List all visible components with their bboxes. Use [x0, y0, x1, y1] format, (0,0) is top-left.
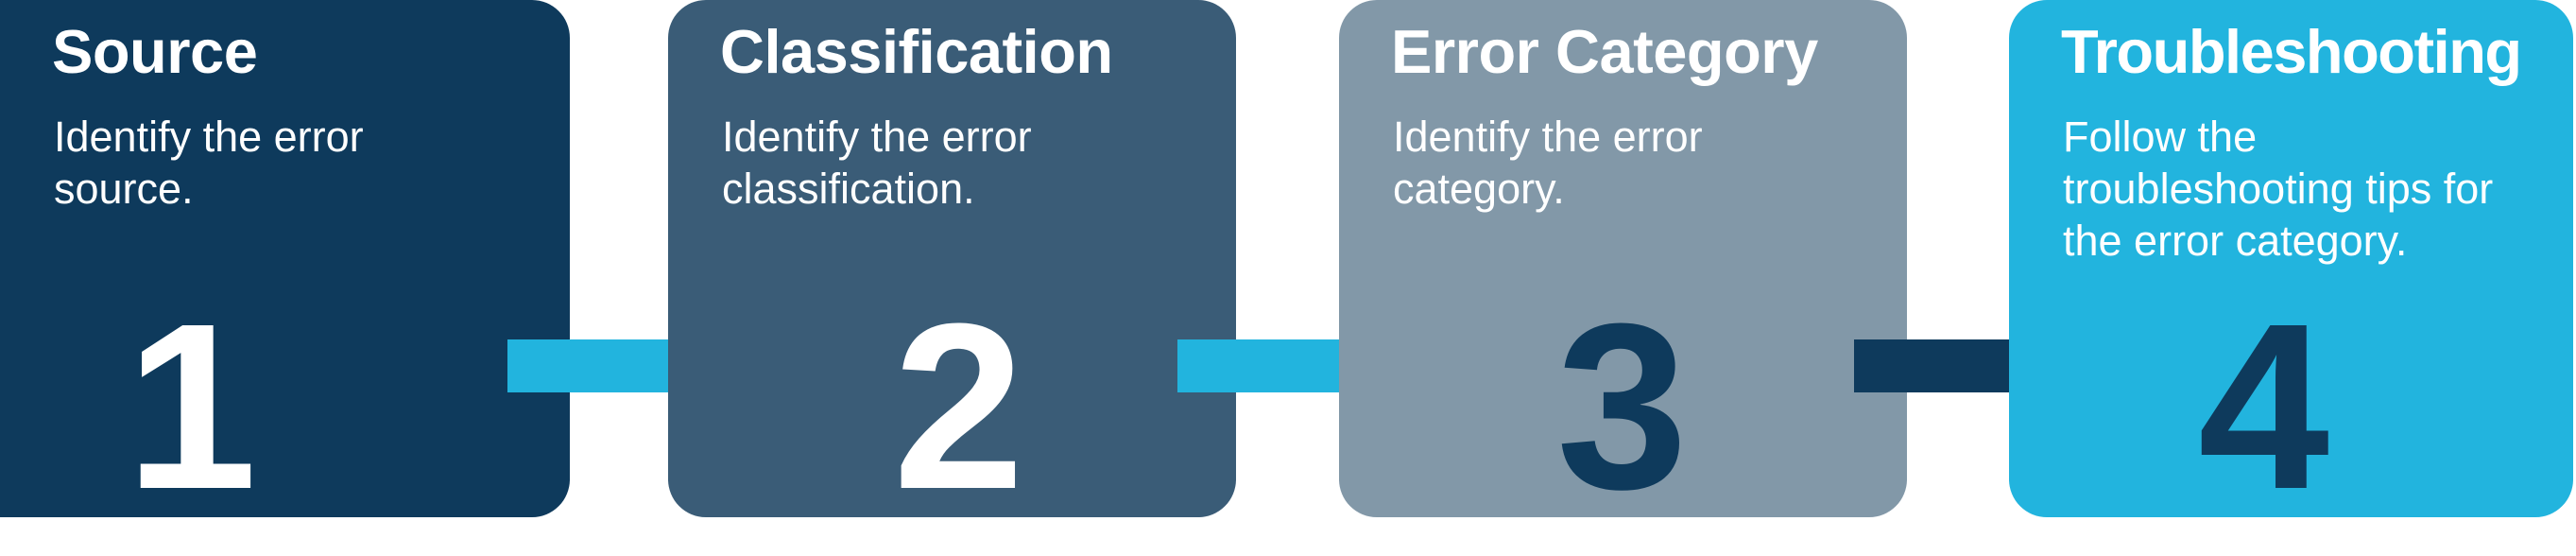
step-title: Classification	[720, 17, 1113, 86]
step-description: Identify the error classification.	[722, 113, 1032, 213]
step-number-badge: 1	[126, 274, 257, 518]
step-title: Error Category	[1391, 17, 1818, 86]
step-description: Follow the troubleshooting tips for the …	[2063, 113, 2494, 265]
step-number-badge: 3	[1556, 274, 1688, 518]
step-number-badge: 4	[2198, 274, 2329, 518]
process-step-card-4[interactable]: Troubleshooting Follow the troubleshooti…	[2009, 0, 2573, 517]
process-step-card-2[interactable]: Classification Identify the error classi…	[668, 0, 1236, 517]
step-description: Identify the error category.	[1393, 113, 1703, 213]
process-step-card-1[interactable]: Source Identify the error source. 1	[0, 0, 570, 517]
step-title: Troubleshooting	[2061, 17, 2522, 86]
step-title: Source	[52, 17, 258, 86]
step-number-badge: 2	[893, 274, 1024, 518]
process-step-card-3[interactable]: Error Category Identify the error catego…	[1339, 0, 1907, 517]
step-description: Identify the error source.	[54, 113, 364, 213]
